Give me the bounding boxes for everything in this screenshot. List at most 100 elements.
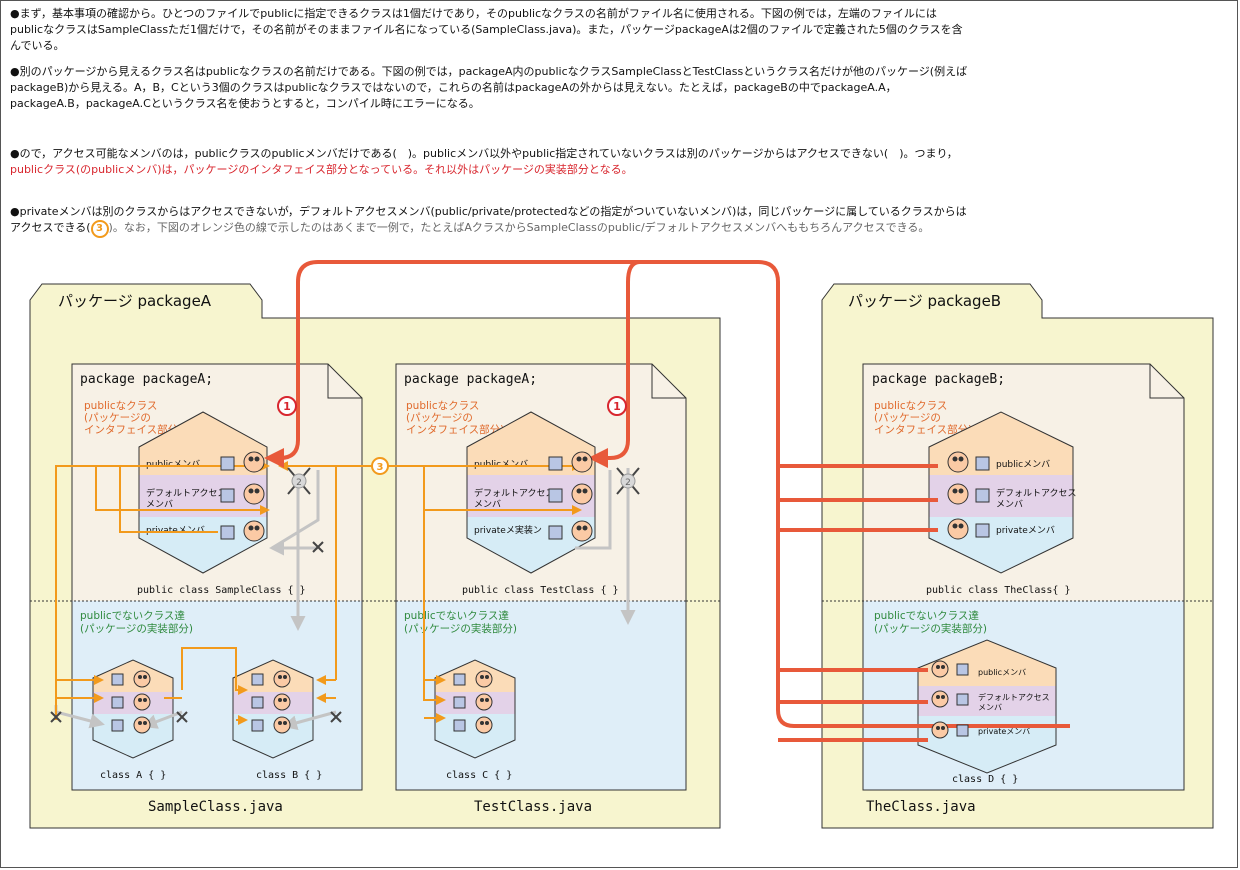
square-icon: [220, 456, 235, 471]
face-icon: [931, 660, 949, 678]
x-mark-icon: [50, 711, 62, 723]
marker-2-sample-label: 2: [296, 478, 302, 488]
marker-1-sample-label: 1: [283, 400, 291, 413]
marker-3-inline: 3: [90, 220, 109, 238]
square-icon: [956, 693, 969, 706]
orange-arrows: [55, 461, 582, 725]
face-icon: [475, 670, 493, 688]
face-icon: [133, 670, 151, 688]
class-c-hexagon: [435, 660, 515, 758]
square-icon: [111, 696, 124, 709]
class-a-hexagon: [93, 660, 173, 758]
package-a-title: パッケージ packageA: [58, 292, 212, 310]
square-icon: [956, 663, 969, 676]
the-public-heading-1: publicなクラス: [874, 400, 947, 412]
sample-filename: SampleClass.java: [148, 799, 283, 815]
sample-public-heading-3: インタフェイス部分): [84, 423, 182, 436]
face-icon: [571, 520, 593, 542]
face-icon: [243, 451, 265, 473]
marker-1-sample: 1: [277, 396, 297, 416]
member-icons: [111, 451, 990, 739]
sample-nonpublic-heading-2: (パッケージの実装部分): [80, 622, 193, 635]
test-public-heading-3: インタフェイス部分): [406, 423, 504, 436]
square-icon: [453, 719, 466, 732]
the-filename: TheClass.java: [866, 799, 976, 815]
face-icon: [475, 716, 493, 734]
face-icon: [273, 716, 291, 734]
marker-1-test-label: 1: [613, 400, 621, 413]
square-icon: [251, 673, 264, 686]
sample-public-heading-1: publicなクラス: [84, 400, 157, 412]
sample-member-default-1: デフォルトアクセス: [146, 487, 227, 499]
face-icon: [133, 716, 151, 734]
paragraph-4-text: ●privateメンバは別のクラスからはアクセスできないが，デフォルトアクセスメ…: [10, 205, 967, 234]
x-mark-icon: [312, 541, 324, 553]
x-mark-icon: [330, 711, 342, 723]
square-icon: [975, 456, 990, 471]
test-nonpublic-heading-1: publicでないクラス達: [404, 610, 509, 622]
square-icon: [251, 696, 264, 709]
marker-2-sample: 2: [287, 467, 311, 495]
paragraph-4: ●privateメンバは別のクラスからはアクセスできないが，デフォルトアクセスメ…: [10, 204, 970, 238]
test-member-private: privateメ実装ン: [474, 524, 542, 536]
paragraph-1-text: ●まず，基本事項の確認から。ひとつのファイルでpublicに指定できるクラスは1…: [10, 7, 963, 52]
square-icon: [111, 719, 124, 732]
marker-1-test: 1: [607, 396, 627, 416]
face-icon: [243, 520, 265, 542]
test-member-public: publicメンバ: [474, 459, 528, 470]
the-public-heading-3: インタフェイス部分): [874, 423, 972, 436]
face-icon: [947, 518, 969, 540]
package-b-title: パッケージ packageB: [848, 292, 1001, 310]
face-icon: [571, 483, 593, 505]
the-nonpublic-heading-1: publicでないクラス達: [874, 610, 979, 622]
face-icon: [475, 693, 493, 711]
sample-package-decl: package packageA;: [80, 372, 213, 387]
marker-3-diagram: 3: [371, 457, 389, 475]
paragraph-1: ●まず，基本事項の確認から。ひとつのファイルでpublicに指定できるクラスは1…: [10, 6, 970, 54]
square-icon: [975, 488, 990, 503]
the-member-private: privateメンバ: [996, 525, 1055, 536]
marker-2-test-label: 2: [625, 478, 631, 488]
square-icon: [251, 719, 264, 732]
class-b-hexagon: [233, 660, 313, 758]
paragraph-3-emphasis: publicクラス(のpublicメンバ)は，パッケージのインタフェイス部分とな…: [10, 163, 633, 176]
square-icon: [975, 523, 990, 538]
x-mark-icon: [176, 711, 188, 723]
sample-nonpublic-heading-1: publicでないクラス達: [80, 610, 185, 622]
x-marks: [50, 541, 342, 723]
square-icon: [220, 525, 235, 540]
square-icon: [220, 488, 235, 503]
face-icon: [243, 483, 265, 505]
test-member-default-2: メンバ: [474, 499, 501, 510]
test-public-heading-2: (パッケージの: [406, 412, 473, 424]
paragraph-2: ●別のパッケージから見えるクラス名はpublicなクラスの名前だけである。下図の…: [10, 64, 970, 112]
square-icon: [956, 724, 969, 737]
gray-arrows: [54, 468, 636, 731]
theclass-label: public class TheClass{ }: [926, 585, 1071, 596]
paragraph-3-text: ●ので，アクセス可能なメンバのは，publicクラスのpublicメンバだけであ…: [10, 147, 958, 160]
square-icon: [548, 456, 563, 471]
face-icon: [947, 483, 969, 505]
file-testclass: package packageA; publicなクラス (パッケージの インタ…: [395, 363, 687, 815]
face-icon: [273, 670, 291, 688]
face-icon: [931, 721, 949, 739]
paragraph-4-note: )。なお，下図のオレンジ色の線で示したのはあくまで一例で，たとえばAクラスからS…: [108, 221, 930, 234]
test-package-decl: package packageA;: [404, 372, 537, 387]
test-nonpublic-heading-2: (パッケージの実装部分): [404, 622, 517, 635]
square-icon: [548, 525, 563, 540]
test-public-heading-1: publicなクラス: [406, 400, 479, 412]
face-icon: [947, 451, 969, 473]
test-member-default-1: デフォルトアクセス: [474, 487, 555, 499]
sample-public-heading-2: (パッケージの: [84, 412, 151, 424]
class-d-label: class D { }: [952, 774, 1018, 785]
the-member-default-2: メンバ: [996, 499, 1023, 510]
square-icon: [548, 488, 563, 503]
paragraph-3: ●ので，アクセス可能なメンバのは，publicクラスのpublicメンバだけであ…: [10, 146, 970, 178]
class-a-label: class A { }: [100, 770, 166, 781]
face-icon: [273, 693, 291, 711]
sample-member-public: publicメンバ: [146, 459, 200, 470]
marker-3-diagram-label: 3: [377, 462, 384, 473]
sampleclass-label: public class SampleClass { }: [137, 585, 306, 596]
the-member-default-1: デフォルトアクセス: [996, 487, 1077, 499]
